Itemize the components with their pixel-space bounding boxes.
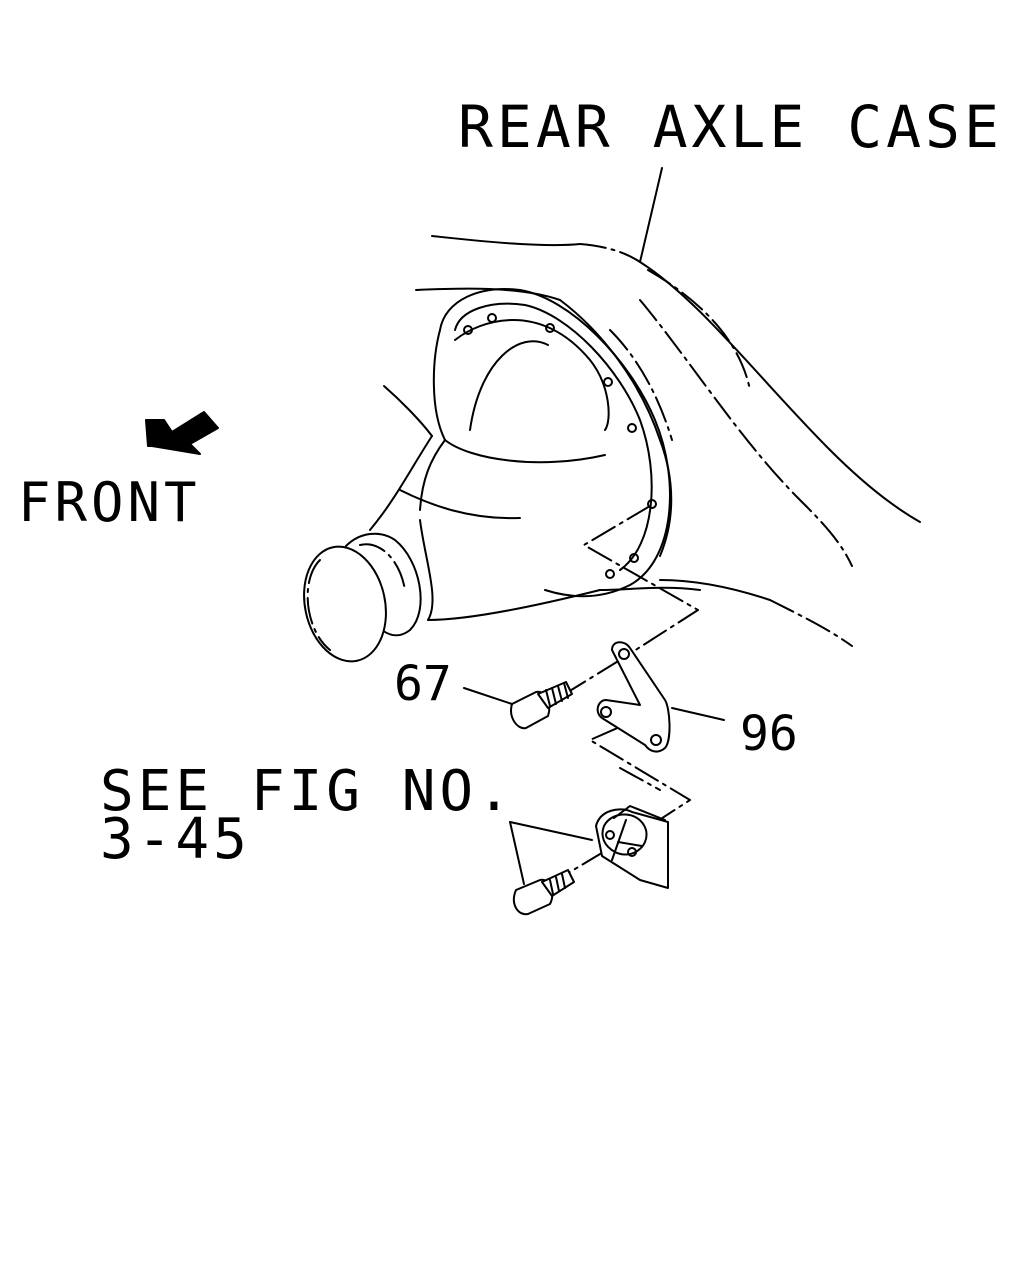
rear-axle-case-drawing xyxy=(383,235,921,647)
arrow-down-left-icon xyxy=(145,411,219,455)
lower-bolt-drawing xyxy=(512,869,575,916)
part-number-96: 96 xyxy=(740,706,798,762)
see-fig-reference-line2: 3-45 xyxy=(100,807,251,872)
see-fig-reference-line1: SEE FIG NO. xyxy=(100,759,515,824)
pinion-flange-drawing xyxy=(303,532,422,663)
front-direction-label: FRONT xyxy=(18,471,201,534)
differential-carrier-drawing xyxy=(369,288,671,621)
bracket-96-drawing xyxy=(596,641,671,753)
sensor-bracket-drawing xyxy=(595,805,669,889)
leader-lines xyxy=(463,167,725,885)
bolt-67-drawing xyxy=(510,681,573,730)
part-number-67: 67 xyxy=(394,656,452,712)
rear-axle-case-label: REAR AXLE CASE xyxy=(458,93,1003,161)
